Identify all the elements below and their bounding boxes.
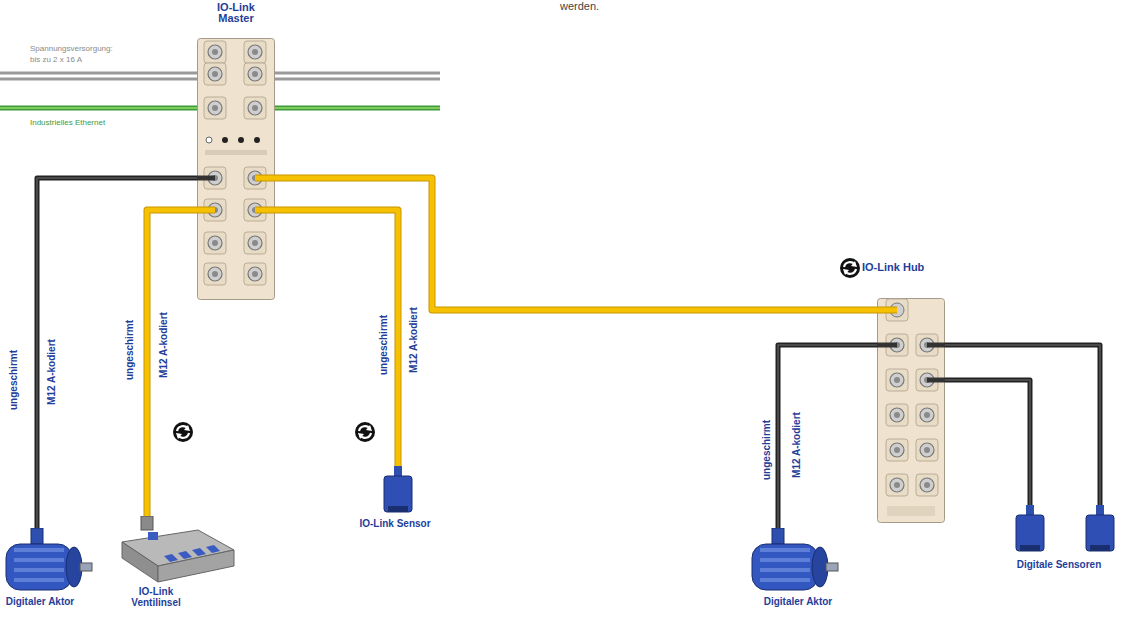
io-link-master: IO-Link Master [197,38,275,300]
cable-stroke [945,380,1030,505]
io-link-master-icon [197,38,275,300]
io-link-symbol [173,422,193,442]
io-link-sensor: IO-Link Sensor [365,466,425,546]
cable-spec: ungeschirmt [124,320,135,380]
io-link-cable [275,210,398,466]
io-link-hub: IO-Link Hub [877,298,945,523]
cable-stroke [37,178,197,528]
node-label: Digitaler Aktor [2,596,78,607]
node-label: IO-Link Sensor [355,518,435,529]
cable-spec: M12 A-kodiert [408,307,419,373]
node-label: IO-Link Hub [862,262,962,273]
cable-spec: M12 A-kodiert [46,339,57,405]
digital-actuator: Digitaler Aktor [2,528,97,620]
cable-stroke [778,345,877,528]
annotation: Industrielles Ethernet [30,118,105,127]
cable-spec: M12 A-kodiert [791,412,802,478]
cable-spec: ungeschirmt [761,420,772,480]
cable-spec: ungeschirmt [8,350,19,410]
cable-stroke [945,380,1030,505]
cable-stroke [147,210,197,516]
cable-stroke [945,345,1100,505]
cable-stroke [147,210,197,516]
io-link-symbol [355,422,375,442]
annotation: werden. [560,0,599,12]
cable-spec: M12 A-kodiert [158,312,169,378]
annotation: Spannungsversorgung: [30,44,113,53]
cable-stroke [778,345,877,528]
digital-sensors: Digitale Sensoren [1000,505,1118,580]
node-label: Digitale Sensoren [1000,559,1118,570]
io-link-hub-icon [877,298,945,523]
standard-cable [945,380,1030,505]
io-link-cable [147,210,197,516]
standard-cable [37,178,197,528]
digital-actuator: Digitaler Aktor [748,528,848,618]
node-label: IO-Link Ventilinsel [118,586,194,608]
io-link-sensor-icon [365,466,425,546]
cable-stroke [275,210,398,466]
annotation: bis zu 2 x 16 A [30,55,82,64]
cable-stroke [275,178,877,310]
io-link-symbol [840,258,860,278]
cable-stroke [275,210,398,466]
standard-cable [945,345,1100,505]
io-link-cable [275,178,877,310]
node-label: Digitaler Aktor [738,596,858,607]
cable-stroke [37,178,197,528]
cable-stroke [945,345,1100,505]
cable-stroke [275,178,877,310]
standard-cable [778,345,877,528]
io-link-valve-island: IO-Link Ventilinsel [118,516,238,620]
cable-spec: ungeschirmt [378,315,389,375]
node-label: IO-Link Master [206,2,266,24]
